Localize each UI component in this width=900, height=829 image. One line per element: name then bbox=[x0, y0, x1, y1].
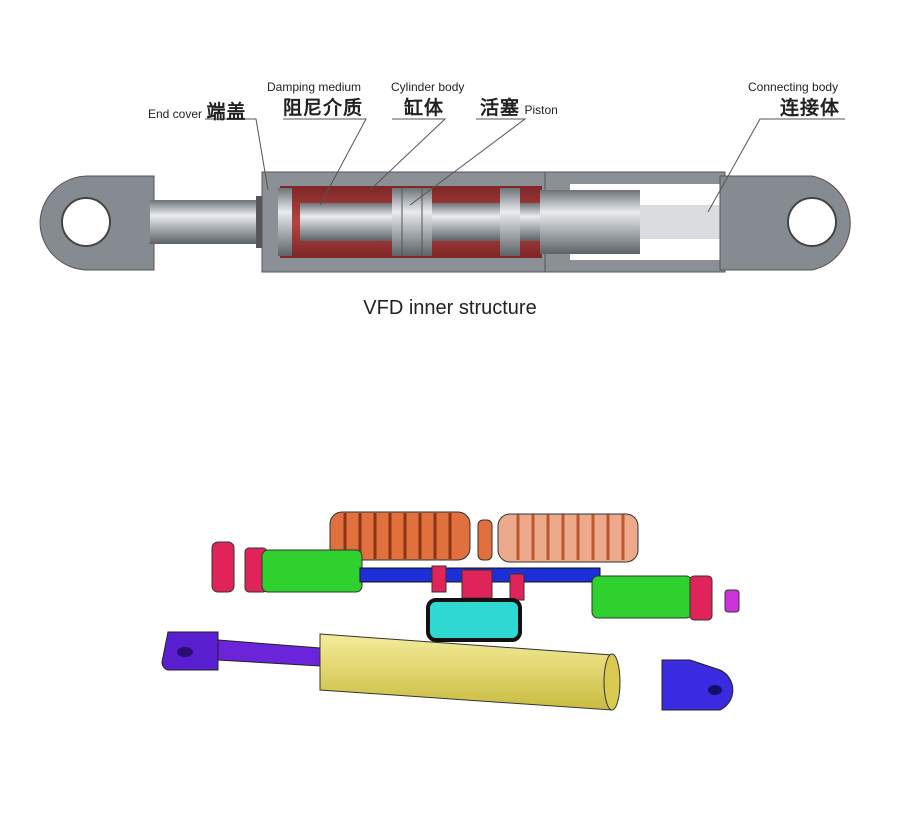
spacer-ring bbox=[477, 519, 493, 561]
label-zh: 端盖 bbox=[206, 102, 247, 123]
label-connecting-body-zh: 连接体 bbox=[780, 98, 841, 119]
label-damping-medium-zh: 阻尼介质 bbox=[283, 98, 364, 119]
end-washer-left bbox=[211, 541, 235, 593]
label-cylinder-body-en: Cylinder body bbox=[391, 80, 465, 94]
piston-rod bbox=[150, 200, 265, 244]
guide-right bbox=[591, 575, 693, 619]
label-end-cover: End cover 端盖 bbox=[148, 97, 247, 124]
vfd-cross-section bbox=[39, 171, 851, 273]
guide-left bbox=[261, 549, 363, 593]
label-cylinder-body-zh: 缸体 bbox=[404, 98, 445, 119]
label-zh: 活塞 bbox=[480, 98, 521, 119]
piston bbox=[392, 188, 432, 256]
outer-cylinder bbox=[319, 633, 613, 711]
damping-spring-right bbox=[497, 513, 639, 563]
label-damping-medium-en: Damping medium bbox=[267, 80, 362, 94]
label-en: End cover bbox=[148, 107, 203, 121]
label-piston: 活塞 Piston bbox=[480, 93, 558, 120]
piston-part bbox=[461, 569, 493, 599]
label-en: Piston bbox=[524, 103, 558, 117]
caption: VFD inner structure bbox=[363, 297, 537, 319]
bushing bbox=[426, 598, 522, 642]
leader-lines bbox=[205, 118, 845, 213]
left-eye-hole bbox=[61, 197, 111, 247]
rod-eye-right bbox=[661, 659, 734, 711]
end-pin bbox=[724, 589, 740, 613]
main-rod bbox=[217, 639, 321, 667]
right-eye-hole bbox=[787, 197, 837, 247]
exploded-view bbox=[161, 511, 740, 711]
end-cap-right bbox=[689, 575, 713, 621]
label-connecting-body-en: Connecting body bbox=[748, 80, 839, 94]
